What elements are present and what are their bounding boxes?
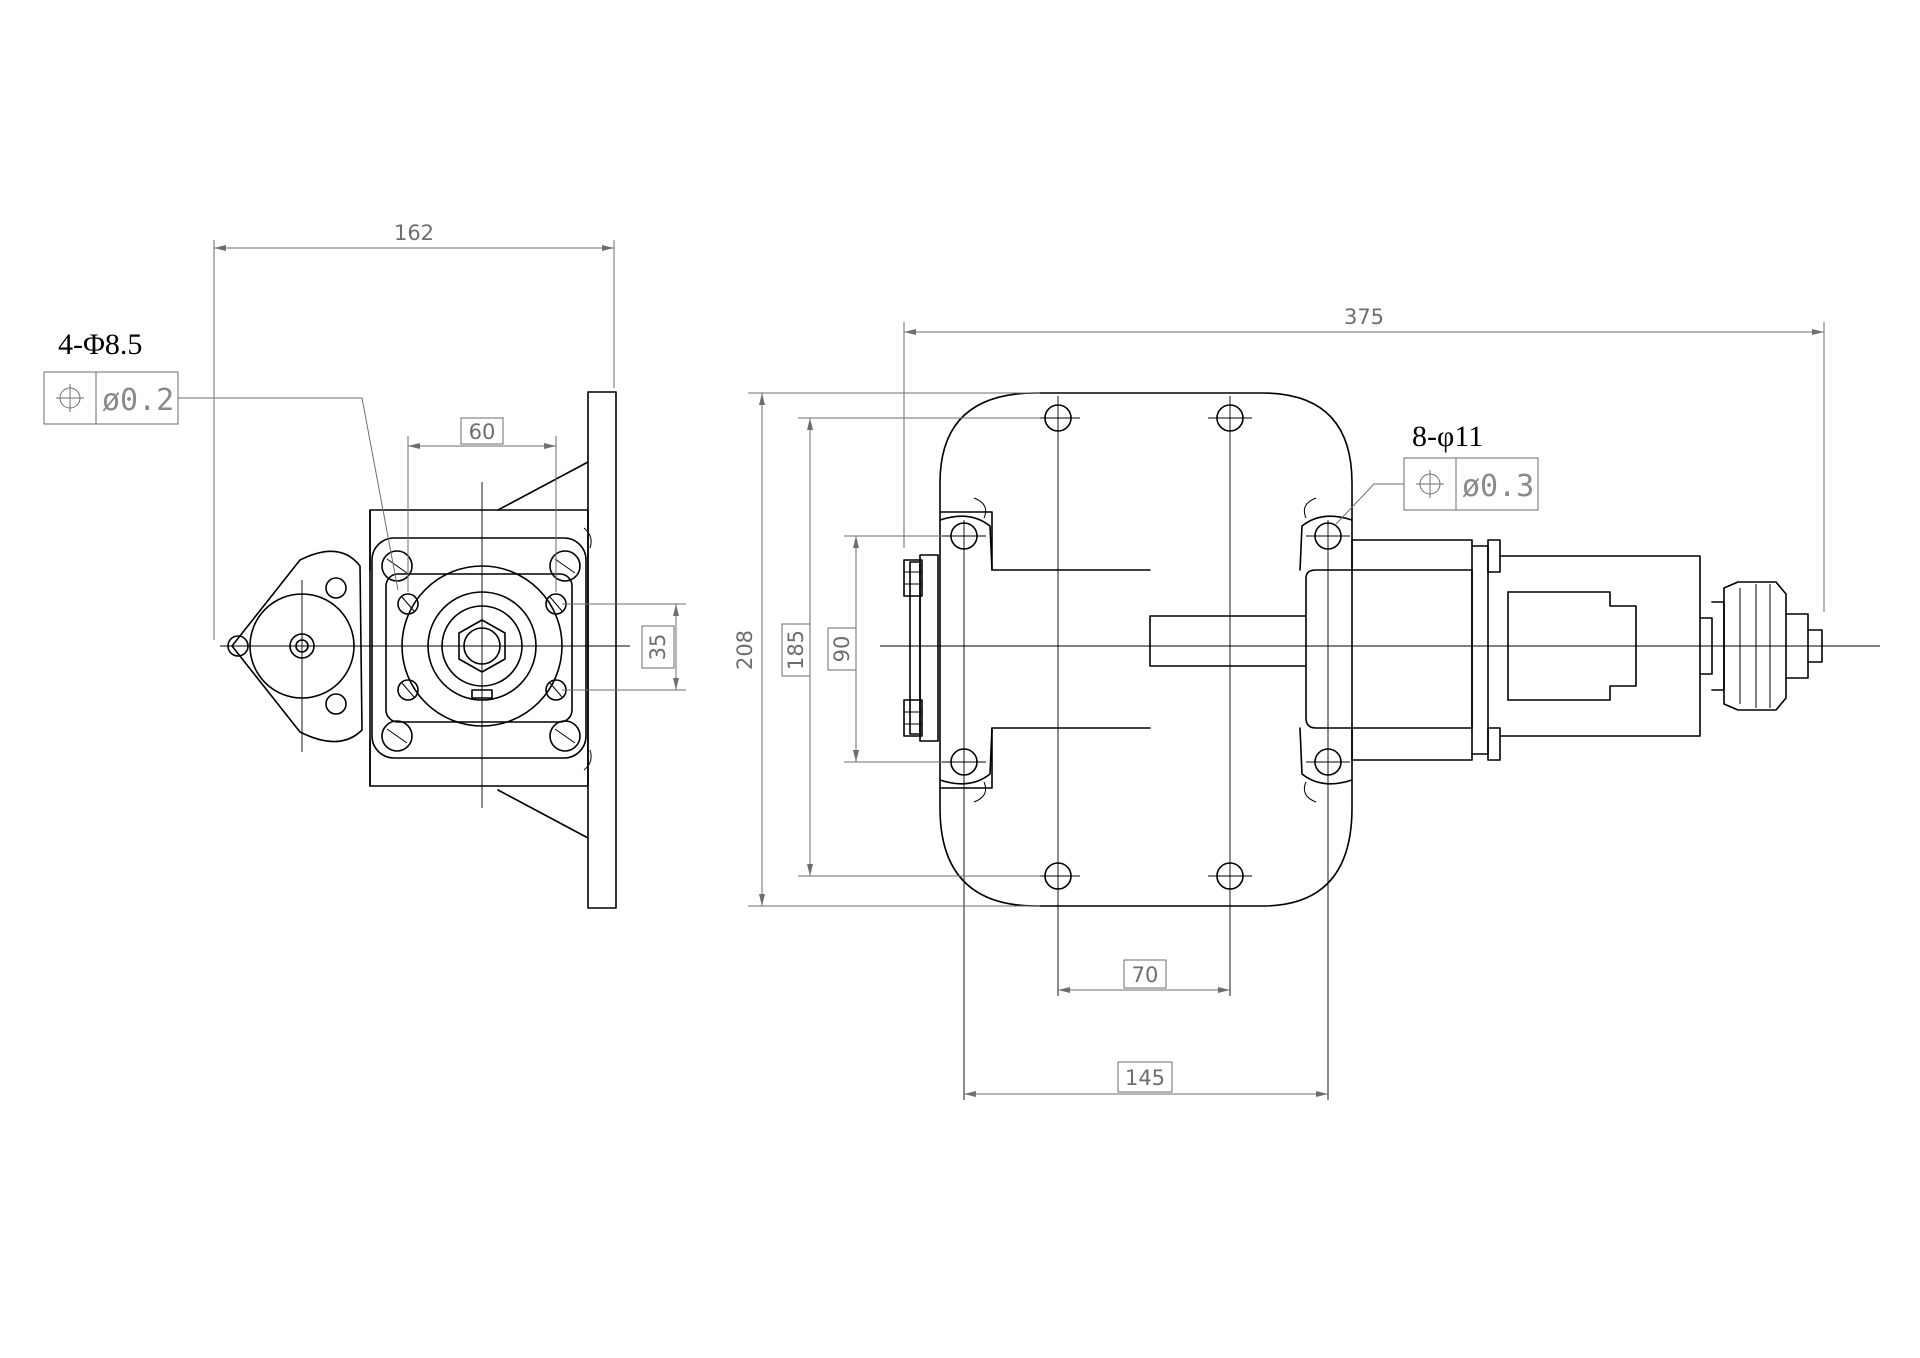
side-view: [220, 391, 630, 909]
dim-35-box: [641, 625, 675, 669]
boss-bl: [939, 727, 993, 785]
boss-tl: [939, 515, 993, 571]
dim-60-extensions: [407, 436, 557, 592]
gear-block-bolts: [1487, 539, 1501, 761]
front-vertical-centerlines: [963, 396, 1329, 1100]
break-arcs: [583, 527, 592, 771]
dim-90-extensions: [844, 535, 942, 763]
housing-plate: [939, 392, 1353, 907]
gear-block: [1305, 569, 1473, 729]
upper-gusset: [497, 461, 589, 511]
dim-185-box: [781, 623, 811, 677]
large-holes-leader: [1335, 483, 1404, 525]
small-holes-label: 4-Φ8.5: [58, 328, 142, 361]
dim-35-text: 35: [646, 634, 670, 661]
large-holes-tolerance: ø0.3: [1462, 469, 1534, 504]
dim-145-text: 145: [1125, 1066, 1165, 1090]
collet-nut: [1723, 581, 1787, 711]
dim-208-extensions: [748, 392, 1040, 907]
left-cap-bolts: [903, 559, 923, 737]
dim-145-box: [1117, 1061, 1173, 1093]
square-flange: [371, 537, 587, 759]
boss-tr: [1299, 515, 1353, 571]
callout-large-holes: 8-φ11 ø0.3: [1335, 420, 1539, 525]
large-holes-label: 8-φ11: [1412, 420, 1483, 453]
mount-plate: [587, 391, 617, 909]
dim-185-text: 185: [784, 630, 808, 670]
dim-375-text: 375: [1344, 305, 1384, 329]
dim-60-text: 60: [469, 420, 496, 444]
boss-br: [1299, 727, 1353, 785]
dim-90-text: 90: [830, 636, 854, 663]
callout-small-holes: 4-Φ8.5 ø0.2: [43, 328, 399, 591]
gear-block-flange: [1351, 539, 1473, 761]
flange-inner: [385, 573, 573, 723]
large-holes-symbol-box: [1403, 457, 1457, 511]
side-view-centerlines: [220, 482, 630, 808]
dim-70-text: 70: [1132, 963, 1159, 987]
shaft-slot: [1149, 615, 1307, 667]
dim-90-box: [827, 627, 857, 671]
front-break-arcs: [973, 497, 1317, 803]
front-view-dimensions: 375 208 185 90 70 145: [733, 305, 1825, 1097]
teardrop-hole-top: [325, 577, 347, 599]
dim-162-text: 162: [394, 221, 434, 245]
side-view-dimensions: 162 60 35: [213, 221, 686, 691]
corner-bolts: [381, 550, 581, 752]
position-tolerance-icon: [1416, 470, 1444, 498]
dim-208-text: 208: [733, 630, 757, 670]
left-end-cap-inner: [909, 561, 921, 735]
small-holes-leader: [178, 397, 399, 591]
dim-60-box: [460, 417, 504, 445]
body-step-bottom: [939, 727, 1151, 789]
large-holes-tolerance-box: [1455, 457, 1539, 511]
small-holes-tolerance: ø0.2: [102, 383, 174, 418]
front-view: [880, 392, 1880, 1100]
teardrop-hole-bottom: [325, 693, 347, 715]
dim-35-extensions: [562, 603, 686, 691]
gearbox-body: [369, 509, 589, 787]
dim-70-box: [1123, 959, 1167, 989]
dim-185-extensions: [798, 417, 1040, 877]
teardrop-flange: [231, 550, 363, 743]
lower-gusset: [497, 789, 589, 839]
body-step-top: [939, 511, 1151, 571]
gear-block-plate: [1471, 545, 1489, 755]
position-tolerance-icon: [56, 384, 84, 412]
mounting-holes: [942, 404, 1350, 890]
dim-162-extensions: [213, 240, 615, 640]
dim-375-extensions: [903, 322, 1825, 612]
